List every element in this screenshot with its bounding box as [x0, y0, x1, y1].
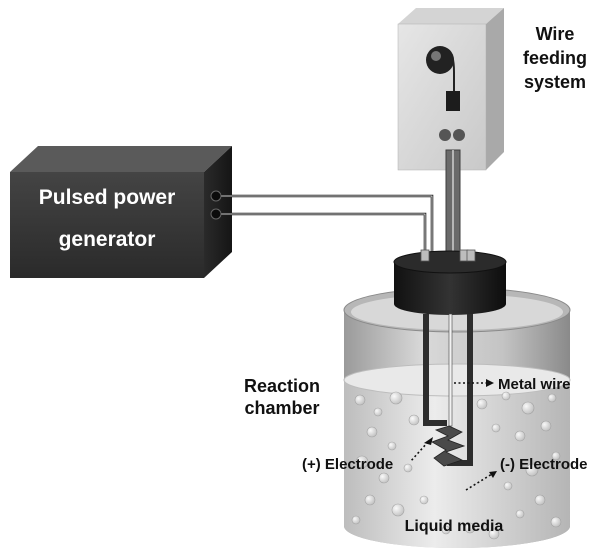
- feeder-label-line3: system: [524, 72, 586, 92]
- chamber-lid: [393, 249, 507, 315]
- liquid-media-label: Liquid media: [405, 518, 504, 535]
- lid-terminal-left: [420, 249, 430, 262]
- generator-label-line2: generator: [59, 228, 156, 251]
- metal-wire: [448, 313, 453, 427]
- chamber-label-line1: Reaction: [244, 376, 320, 396]
- wire-drive-motor-icon: [446, 91, 460, 111]
- wire-explosion-icon: [431, 425, 466, 467]
- feed-roller-left-icon: [439, 129, 451, 141]
- pulsed-power-generator: Pulsed power generator: [10, 146, 232, 278]
- power-cables: [221, 194, 434, 253]
- terminal-top: [210, 190, 222, 202]
- feed-roller-right-icon: [453, 129, 465, 141]
- lid-terminal-right: [466, 249, 476, 262]
- annotation-arrows: [409, 382, 493, 491]
- feeder-label-line2: feeding: [523, 48, 587, 68]
- positive-electrode-rod: [423, 314, 447, 426]
- generator-label-line1: Pulsed power: [39, 186, 176, 209]
- positive-electrode-label: (+) Electrode: [302, 456, 393, 473]
- negative-electrode-rod: [447, 314, 473, 466]
- terminal-bottom: [210, 208, 222, 220]
- chamber-label-line2: chamber: [244, 398, 319, 418]
- metal-wire-label: Metal wire: [498, 376, 571, 393]
- negative-electrode-label: (-) Electrode: [500, 456, 588, 473]
- feeder-label-line1: Wire: [536, 24, 575, 44]
- wire-feeding-system: [397, 8, 504, 171]
